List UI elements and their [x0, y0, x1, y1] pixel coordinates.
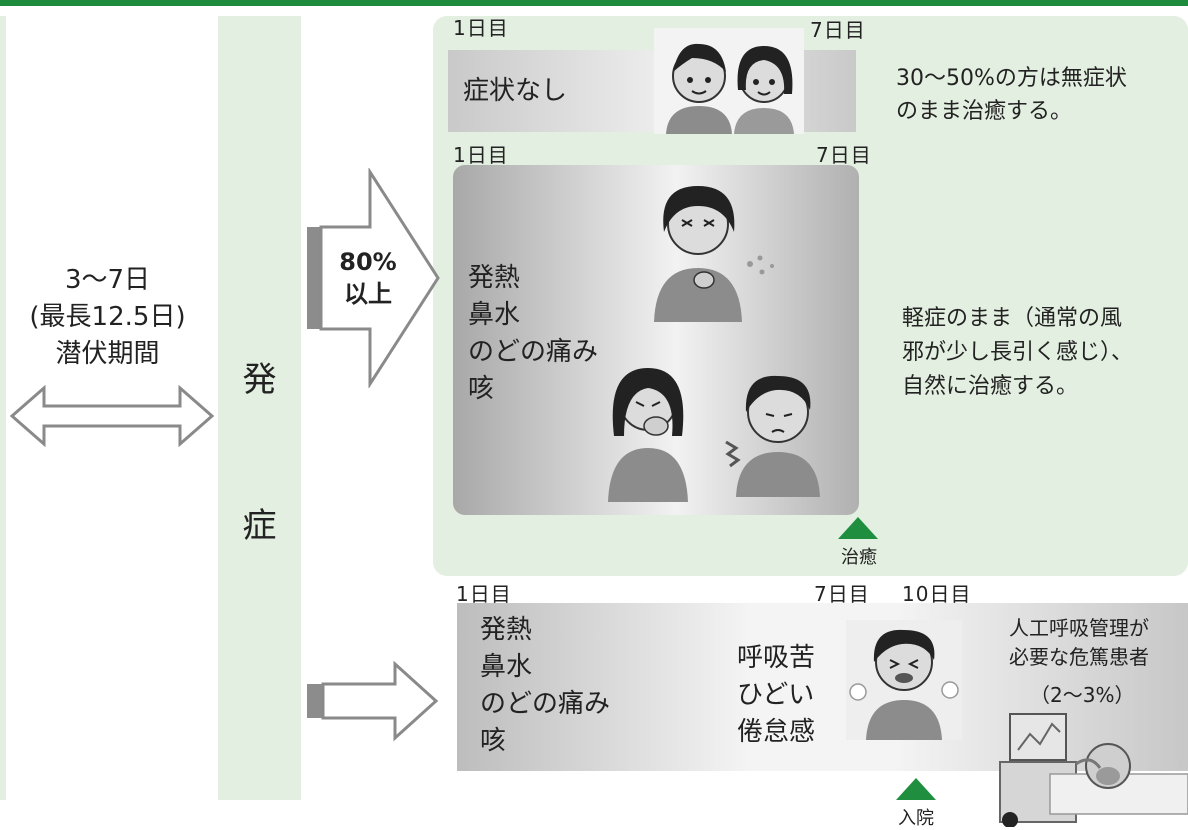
double-arrow	[10, 385, 215, 447]
people-healthy-illustration	[654, 28, 804, 134]
asymptomatic-note: 30～50%の方は無症状 のまま治癒する。	[896, 66, 1127, 124]
top-bar	[0, 0, 1188, 6]
sick-man-illustration	[725, 375, 820, 497]
mild-symptoms: 発熱 鼻水 のどの痛み 咳	[468, 263, 599, 404]
coughing-woman-illustration	[654, 186, 774, 322]
incubation-label: 潜伏期間	[55, 339, 160, 369]
breathless-man-illustration	[846, 620, 962, 740]
critical-percent: （2～3%）	[1030, 683, 1135, 707]
asym-day-end: 7日目	[810, 18, 866, 42]
arrow-percent-label: 80% 以上	[339, 248, 397, 308]
severe-day-10: 10日目	[902, 582, 972, 606]
critical-note: 人工呼吸管理が 必要な危篤患者	[1009, 616, 1149, 669]
onset-char-2: 症	[242, 506, 277, 546]
sick-woman-illustration	[608, 368, 688, 502]
asym-day-start: 1日目	[453, 16, 509, 40]
ventilator-patient-illustration	[999, 713, 1188, 827]
hospitalization-label: 入院	[898, 808, 934, 829]
incubation-max: (最長12.5日)	[29, 302, 186, 332]
onset-column	[218, 16, 301, 800]
asymptomatic-label: 症状なし	[463, 76, 568, 106]
severe-day-end: 7日目	[814, 582, 870, 606]
arrow-severe	[307, 660, 439, 742]
mild-day-start: 1日目	[453, 143, 509, 167]
left-strip	[0, 16, 6, 800]
recovery-label: 治癒	[841, 547, 877, 568]
mild-day-end: 7日目	[816, 143, 872, 167]
mild-note: 軽症のまま（通常の風 邪が少し長引く感じ）、 自然に治癒する。	[902, 306, 1134, 399]
severe-worsening: 呼吸苦 ひどい 倦怠感	[737, 643, 816, 747]
incubation-days: 3～7日	[64, 265, 151, 295]
recovery-marker-icon	[838, 517, 878, 539]
severe-symptoms: 発熱 鼻水 のどの痛み 咳	[480, 615, 611, 756]
onset-char-1: 発	[242, 360, 277, 400]
arrow-majority	[307, 168, 440, 388]
hospitalization-marker-icon	[896, 778, 936, 800]
incubation-text: 3～7日 (最長12.5日) 潜伏期間	[0, 262, 215, 373]
severe-day-start: 1日目	[456, 582, 512, 606]
